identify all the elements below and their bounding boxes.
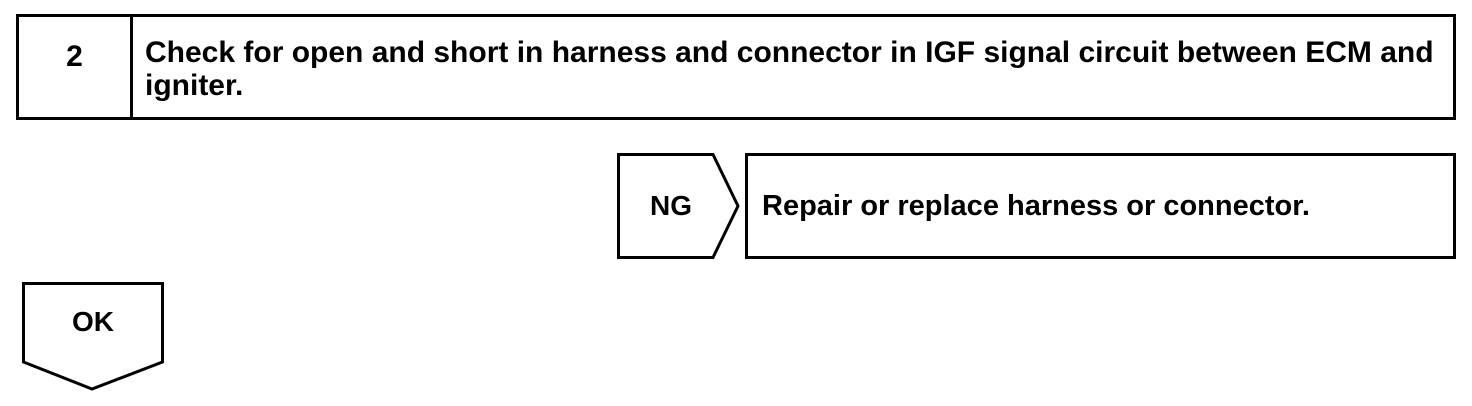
- ok-arrow-tag: OK: [22, 282, 164, 392]
- ng-arrow-tag: NG: [617, 153, 741, 259]
- ng-action-text: Repair or replace harness or connector.: [762, 189, 1310, 222]
- ng-action-box: Repair or replace harness or connector.: [745, 153, 1456, 259]
- step-box: 2 Check for open and short in harness an…: [16, 14, 1456, 120]
- step-number: 2: [19, 17, 133, 117]
- ng-label: NG: [650, 190, 692, 221]
- ok-label: OK: [72, 306, 114, 337]
- right-arrow-tag-shape: [617, 153, 740, 259]
- down-arrow-tag-shape: [22, 282, 164, 391]
- step-instruction: Check for open and short in harness and …: [145, 36, 1434, 102]
